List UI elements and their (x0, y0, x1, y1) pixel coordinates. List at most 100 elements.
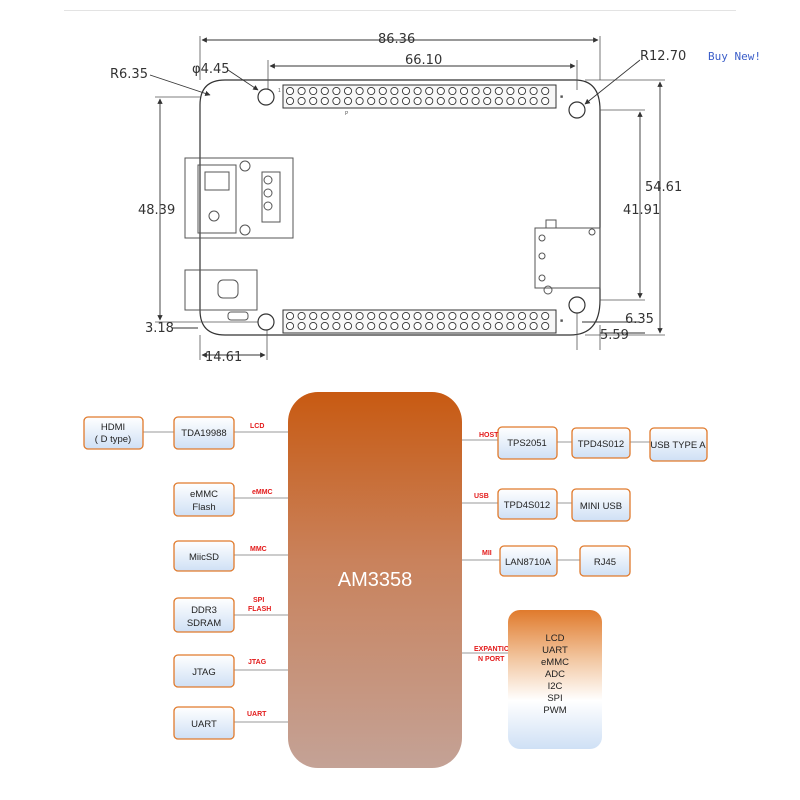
header-p9-pins (285, 86, 550, 106)
block-uart: UART (173, 706, 235, 740)
header-pin (494, 311, 503, 321)
dim-hole-diameter: φ4.45 (192, 62, 230, 77)
svg-text:P: P (345, 111, 349, 117)
expansion-item-pwm: PWM (543, 705, 566, 716)
signal-mmc: MMC (250, 546, 267, 553)
header-pin (541, 96, 550, 106)
header-pin (448, 321, 457, 331)
header-pin (285, 311, 295, 321)
header-pin (378, 96, 387, 106)
buy-new-link[interactable]: Buy New! (708, 50, 761, 63)
block-jtag-label: JTAG (192, 667, 216, 678)
header-pin (320, 311, 329, 321)
dim-hole-span-left: 48.39 (138, 203, 175, 218)
block-rj45: RJ45 (579, 545, 631, 577)
board-outline (199, 79, 601, 336)
header-pin (285, 321, 295, 331)
block-jtag: JTAG (173, 654, 235, 688)
header-pin (517, 321, 527, 331)
block-usb-type-a-label: USB TYPE A (650, 440, 706, 451)
header-pin (309, 321, 318, 331)
header-pin (448, 96, 457, 106)
signal-uart: UART (247, 711, 267, 718)
block-expansion-port: LCD UART eMMC ADC I2C SPI PWM (508, 610, 602, 749)
block-tda19988: TDA19988 (173, 416, 235, 450)
dimension-arrows (149, 37, 663, 358)
header-pin (367, 86, 376, 96)
header-pin (459, 311, 469, 321)
header-pin (285, 96, 295, 106)
header-pin (541, 321, 550, 331)
block-usb-type-a: USB TYPE A (649, 427, 708, 462)
dim-radius-small: R6.35 (110, 67, 148, 82)
mounting-hole-bottom-left (257, 313, 275, 331)
header-pin (413, 96, 422, 106)
block-ddr3-sublabel: SDRAM (187, 618, 221, 629)
header-pin (390, 86, 399, 96)
mechanical-drawing: 1 P ■ ■ 86.36 66.10 φ4.45 R6.35 R12.70 4… (110, 32, 686, 365)
header-pin (471, 311, 480, 321)
header-pin (297, 86, 306, 96)
header-pin (401, 86, 411, 96)
expansion-item-emmc: eMMC (541, 657, 569, 668)
header-pin (529, 321, 538, 331)
dim-hole-span-right: 41.91 (623, 203, 660, 218)
block-tpd4s012-host: TPD4S012 (571, 427, 631, 459)
expansion-item-adc: ADC (545, 669, 565, 680)
header-pin (378, 321, 387, 331)
header-pin (390, 96, 399, 106)
block-diagram: AM3358 HDMI ( D type) TDA19988 eMMC Flas… (83, 392, 708, 768)
signal-lcd: LCD (250, 423, 264, 430)
expansion-item-i2c: I2C (548, 681, 563, 692)
header-pin (355, 86, 364, 96)
header-pin (529, 96, 538, 106)
header-pin (378, 311, 387, 321)
dim-bottom-right-offset-x: 5.59 (600, 328, 629, 343)
header-pin (401, 311, 411, 321)
header-pin (471, 86, 480, 96)
block-tpd4s012-usb-label: TPD4S012 (504, 500, 550, 511)
header-pin (413, 321, 422, 331)
header-pin (367, 321, 376, 331)
header-pin (332, 86, 341, 96)
block-lan8710a-label: LAN8710A (505, 557, 552, 568)
signal-flash: FLASH (248, 606, 271, 613)
expansion-item-spi: SPI (547, 693, 562, 704)
power-jack (184, 269, 258, 321)
block-ddr3-sdram: DDR3 SDRAM (173, 597, 235, 633)
header-pin (506, 321, 515, 331)
block-uart-label: UART (191, 719, 217, 730)
block-hdmi-sublabel: ( D type) (95, 434, 131, 445)
header-pin (367, 311, 376, 321)
header-pin (425, 311, 434, 321)
block-tpd4s012-host-label: TPD4S012 (578, 439, 624, 450)
svg-text:■: ■ (560, 318, 563, 324)
header-pin (436, 96, 445, 106)
block-hdmi-label: HDMI (101, 422, 125, 433)
header-pin (506, 96, 515, 106)
mounting-hole-top-left (257, 88, 275, 106)
header-pin (541, 311, 550, 321)
header-pin (401, 321, 411, 331)
header-pin (355, 96, 364, 106)
svg-text:1: 1 (278, 88, 281, 94)
header-pin (471, 96, 480, 106)
usb-connector (534, 219, 601, 295)
signal-expansion-1: EXPANTIO (474, 646, 510, 653)
block-ddr3-label: DDR3 (191, 605, 217, 616)
header-pin (483, 311, 492, 321)
block-microsd: MiicSD (173, 540, 235, 572)
dim-bottom-right-offset-y: 6.35 (625, 312, 654, 327)
header-pin (425, 86, 434, 96)
signal-emmc: eMMC (252, 489, 273, 496)
ethernet-jack (184, 157, 294, 239)
header-pin (355, 321, 364, 331)
header-pin (448, 311, 457, 321)
block-lan8710a: LAN8710A (499, 545, 558, 577)
header-pin (436, 311, 445, 321)
block-mini-usb: MINI USB (571, 488, 631, 522)
header-pin (517, 311, 527, 321)
block-emmc-flash: eMMC Flash (173, 482, 235, 517)
header-p8-pins (285, 311, 550, 331)
dim-overall-width: 86.36 (378, 32, 415, 47)
